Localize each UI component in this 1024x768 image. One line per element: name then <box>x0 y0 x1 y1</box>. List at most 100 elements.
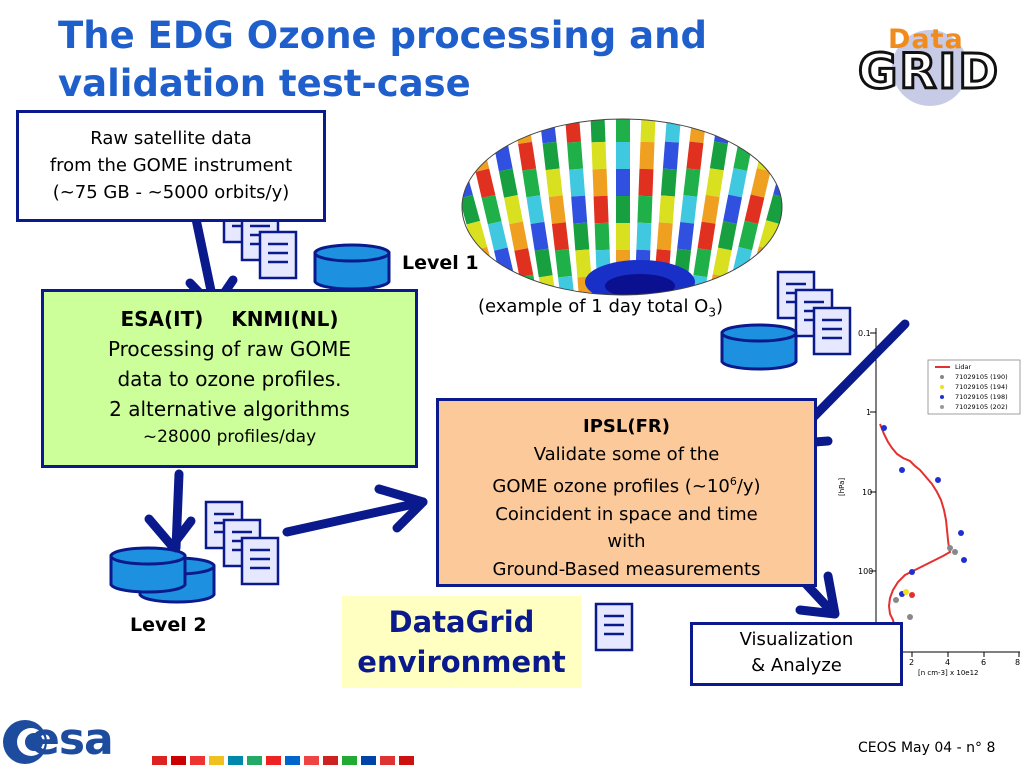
orbit-band <box>573 222 590 251</box>
validation-line-4: Coincident in space and time <box>495 503 758 525</box>
chart-ytick: 0.1 <box>858 329 871 338</box>
orbit-band <box>475 168 496 199</box>
orbit-band <box>763 119 782 146</box>
database-icon <box>720 323 798 371</box>
level1-label: Level 1 <box>402 252 479 274</box>
flag-icon <box>380 756 395 765</box>
orbit-band <box>488 119 508 145</box>
orbit-band <box>545 168 563 197</box>
ozone-profile-chart <box>870 328 1021 657</box>
orbit-band <box>487 221 508 251</box>
orbit-band <box>522 168 541 198</box>
visualization-line-2: & Analyze <box>751 655 842 676</box>
orbit-band <box>462 168 473 199</box>
flag-icon <box>285 756 300 765</box>
chart-ytick: 100 <box>858 567 874 576</box>
chart-xtick: 2 <box>909 658 915 667</box>
orbit-band <box>756 141 777 172</box>
orbit-band <box>780 142 782 172</box>
orbit-band <box>686 141 704 170</box>
orbit-band <box>714 119 733 144</box>
orbit-band <box>569 168 586 197</box>
datagrid-environment-box: DataGrid environment <box>342 596 581 688</box>
flag-icon <box>361 756 376 765</box>
datagrid-logo-grid: GRID <box>856 43 1001 102</box>
orbit-band <box>712 247 732 277</box>
orbit-band <box>616 196 630 223</box>
orbit-band <box>463 119 483 146</box>
flag-icon <box>399 756 414 765</box>
orbit-band <box>498 168 518 198</box>
orbit-band <box>660 168 677 197</box>
orbit-band <box>656 222 673 251</box>
flag-icon <box>228 756 243 765</box>
level2-label: Level 2 <box>130 614 207 636</box>
orbit-band <box>728 168 748 198</box>
orbit-band <box>592 168 608 197</box>
orbit-band <box>639 141 655 170</box>
document-icon <box>594 602 634 652</box>
orbit-band <box>658 195 675 224</box>
database-icon <box>109 546 216 604</box>
processing-orgs: ESA(IT) KNMI(NL) <box>120 307 339 331</box>
datagrid-line-1: DataGrid <box>388 605 535 639</box>
chart-xtick: 8 <box>1015 658 1021 667</box>
chart-ytick: 1 <box>866 408 872 417</box>
orbit-band <box>567 141 584 170</box>
flag-icon <box>190 756 205 765</box>
orbit-band <box>662 141 679 170</box>
orbit-band <box>636 222 652 251</box>
orbit-band <box>438 117 459 147</box>
orbit-band <box>744 272 766 295</box>
orbit-band <box>554 249 573 278</box>
flag-icon <box>323 756 338 765</box>
chart-xtick: 4 <box>945 658 951 667</box>
flag-icon <box>247 756 262 765</box>
orbit-band <box>705 168 724 198</box>
orbit-band <box>717 221 737 251</box>
esa-logo <box>3 720 430 766</box>
orbit-band <box>744 194 765 224</box>
orbit-band <box>638 168 654 197</box>
visualization-line-1: Visualization <box>739 629 854 650</box>
footer-slide-number: CEOS May 04 - n° 8 <box>858 740 996 756</box>
processing-line-2: Processing of raw GOME <box>107 337 352 361</box>
ozone-globe-map <box>438 117 783 296</box>
globe-caption: (example of 1 day total O3) <box>478 296 724 320</box>
orbit-band <box>665 119 682 143</box>
orbit-band <box>564 119 581 143</box>
orbit-band <box>462 194 481 225</box>
orbit-band <box>637 195 653 224</box>
orbit-band <box>590 119 606 143</box>
orbit-band <box>534 248 553 278</box>
processing-line-3: data to ozone profiles. <box>117 367 342 391</box>
orbit-band <box>616 223 630 250</box>
processing-line-4: 2 alternative algorithms <box>109 397 350 421</box>
orbit-band <box>738 119 758 145</box>
chart-xlabel: [n cm-3] x 10e12 <box>918 669 979 677</box>
orbit-band <box>481 194 502 225</box>
orbit-band <box>514 248 534 278</box>
orbit-band <box>542 141 560 171</box>
orbit-band <box>548 195 566 224</box>
esa-logo-text: esa <box>30 714 114 765</box>
orbit-band <box>575 249 592 278</box>
orbit-band <box>571 195 588 224</box>
orbit-band <box>680 195 698 224</box>
orbit-band <box>551 222 569 251</box>
orbit-band <box>693 248 712 278</box>
orbit-band <box>594 222 610 251</box>
orbit-band <box>701 194 720 224</box>
validation-line-5: with <box>607 531 646 552</box>
orbit-band <box>526 195 545 225</box>
processing-box: ESA(IT) KNMI(NL) Processing of raw GOME … <box>41 289 418 468</box>
validation-line-2: Validate some of the <box>533 443 720 465</box>
orbit-band <box>616 142 630 169</box>
title-line-2: validation test-case <box>58 62 471 105</box>
flag-icon <box>152 756 167 765</box>
orbit-band <box>640 119 656 143</box>
orbit-band <box>518 141 537 171</box>
visualization-box: Visualization & Analyze <box>690 622 903 686</box>
orbit-band <box>683 168 701 197</box>
